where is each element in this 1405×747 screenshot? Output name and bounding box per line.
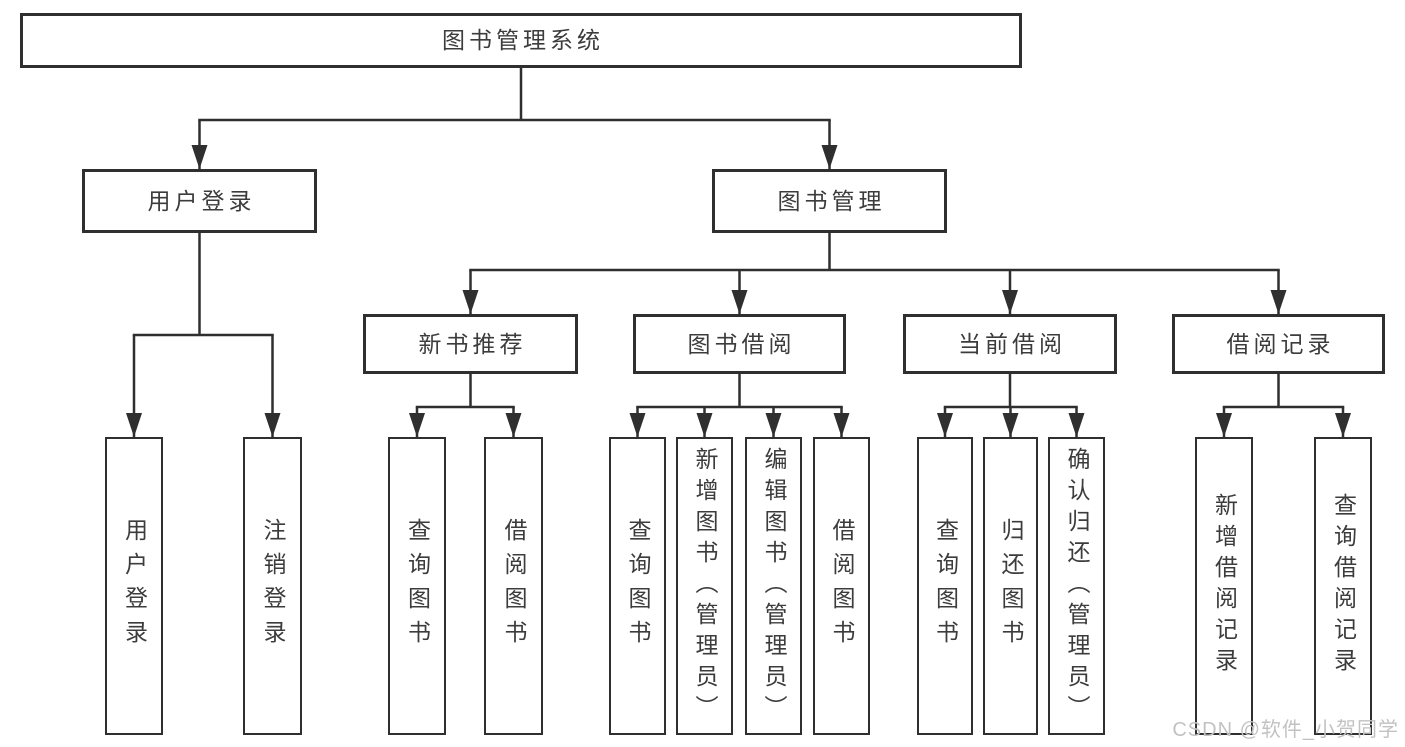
node-leaf-return-books: 归还图书 bbox=[983, 437, 1038, 735]
node-current-borrowing: 当前借阅 bbox=[903, 314, 1117, 374]
node-new-book-recommendation: 新书推荐 bbox=[363, 314, 578, 374]
node-leaf-query-books-current: 查询图书 bbox=[917, 437, 973, 735]
node-book-borrowing: 图书借阅 bbox=[633, 314, 846, 374]
node-leaf-add-books-admin: 新增图书（管理员） bbox=[676, 437, 733, 735]
node-leaf-edit-books-admin: 编辑图书（管理员） bbox=[745, 437, 802, 735]
node-leaf-borrow-books-recommendation: 借阅图书 bbox=[484, 437, 543, 735]
node-borrowing-records: 借阅记录 bbox=[1172, 314, 1385, 374]
node-user-login: 用户登录 bbox=[82, 169, 317, 233]
node-book-management: 图书管理 bbox=[712, 169, 947, 233]
connector-segments bbox=[132, 66, 1345, 409]
node-leaf-user-login: 用户登录 bbox=[105, 437, 163, 735]
node-system-title: 图书管理系统 bbox=[20, 13, 1022, 68]
node-leaf-query-borrow-record: 查询借阅记录 bbox=[1314, 437, 1372, 735]
node-leaf-confirm-return-admin: 确认归还（管理员） bbox=[1048, 437, 1105, 735]
node-leaf-borrow-books-borrowing: 借阅图书 bbox=[813, 437, 870, 735]
node-leaf-logout-login: 注销登录 bbox=[243, 437, 302, 735]
csdn-watermark: CSDN @软件_小贺同学 bbox=[1172, 719, 1399, 741]
node-leaf-query-books-recommendation: 查询图书 bbox=[388, 437, 446, 735]
node-leaf-query-books-borrowing: 查询图书 bbox=[609, 437, 666, 735]
connector-arrows bbox=[126, 120, 1351, 437]
node-leaf-add-borrow-record: 新增借阅记录 bbox=[1195, 437, 1253, 735]
